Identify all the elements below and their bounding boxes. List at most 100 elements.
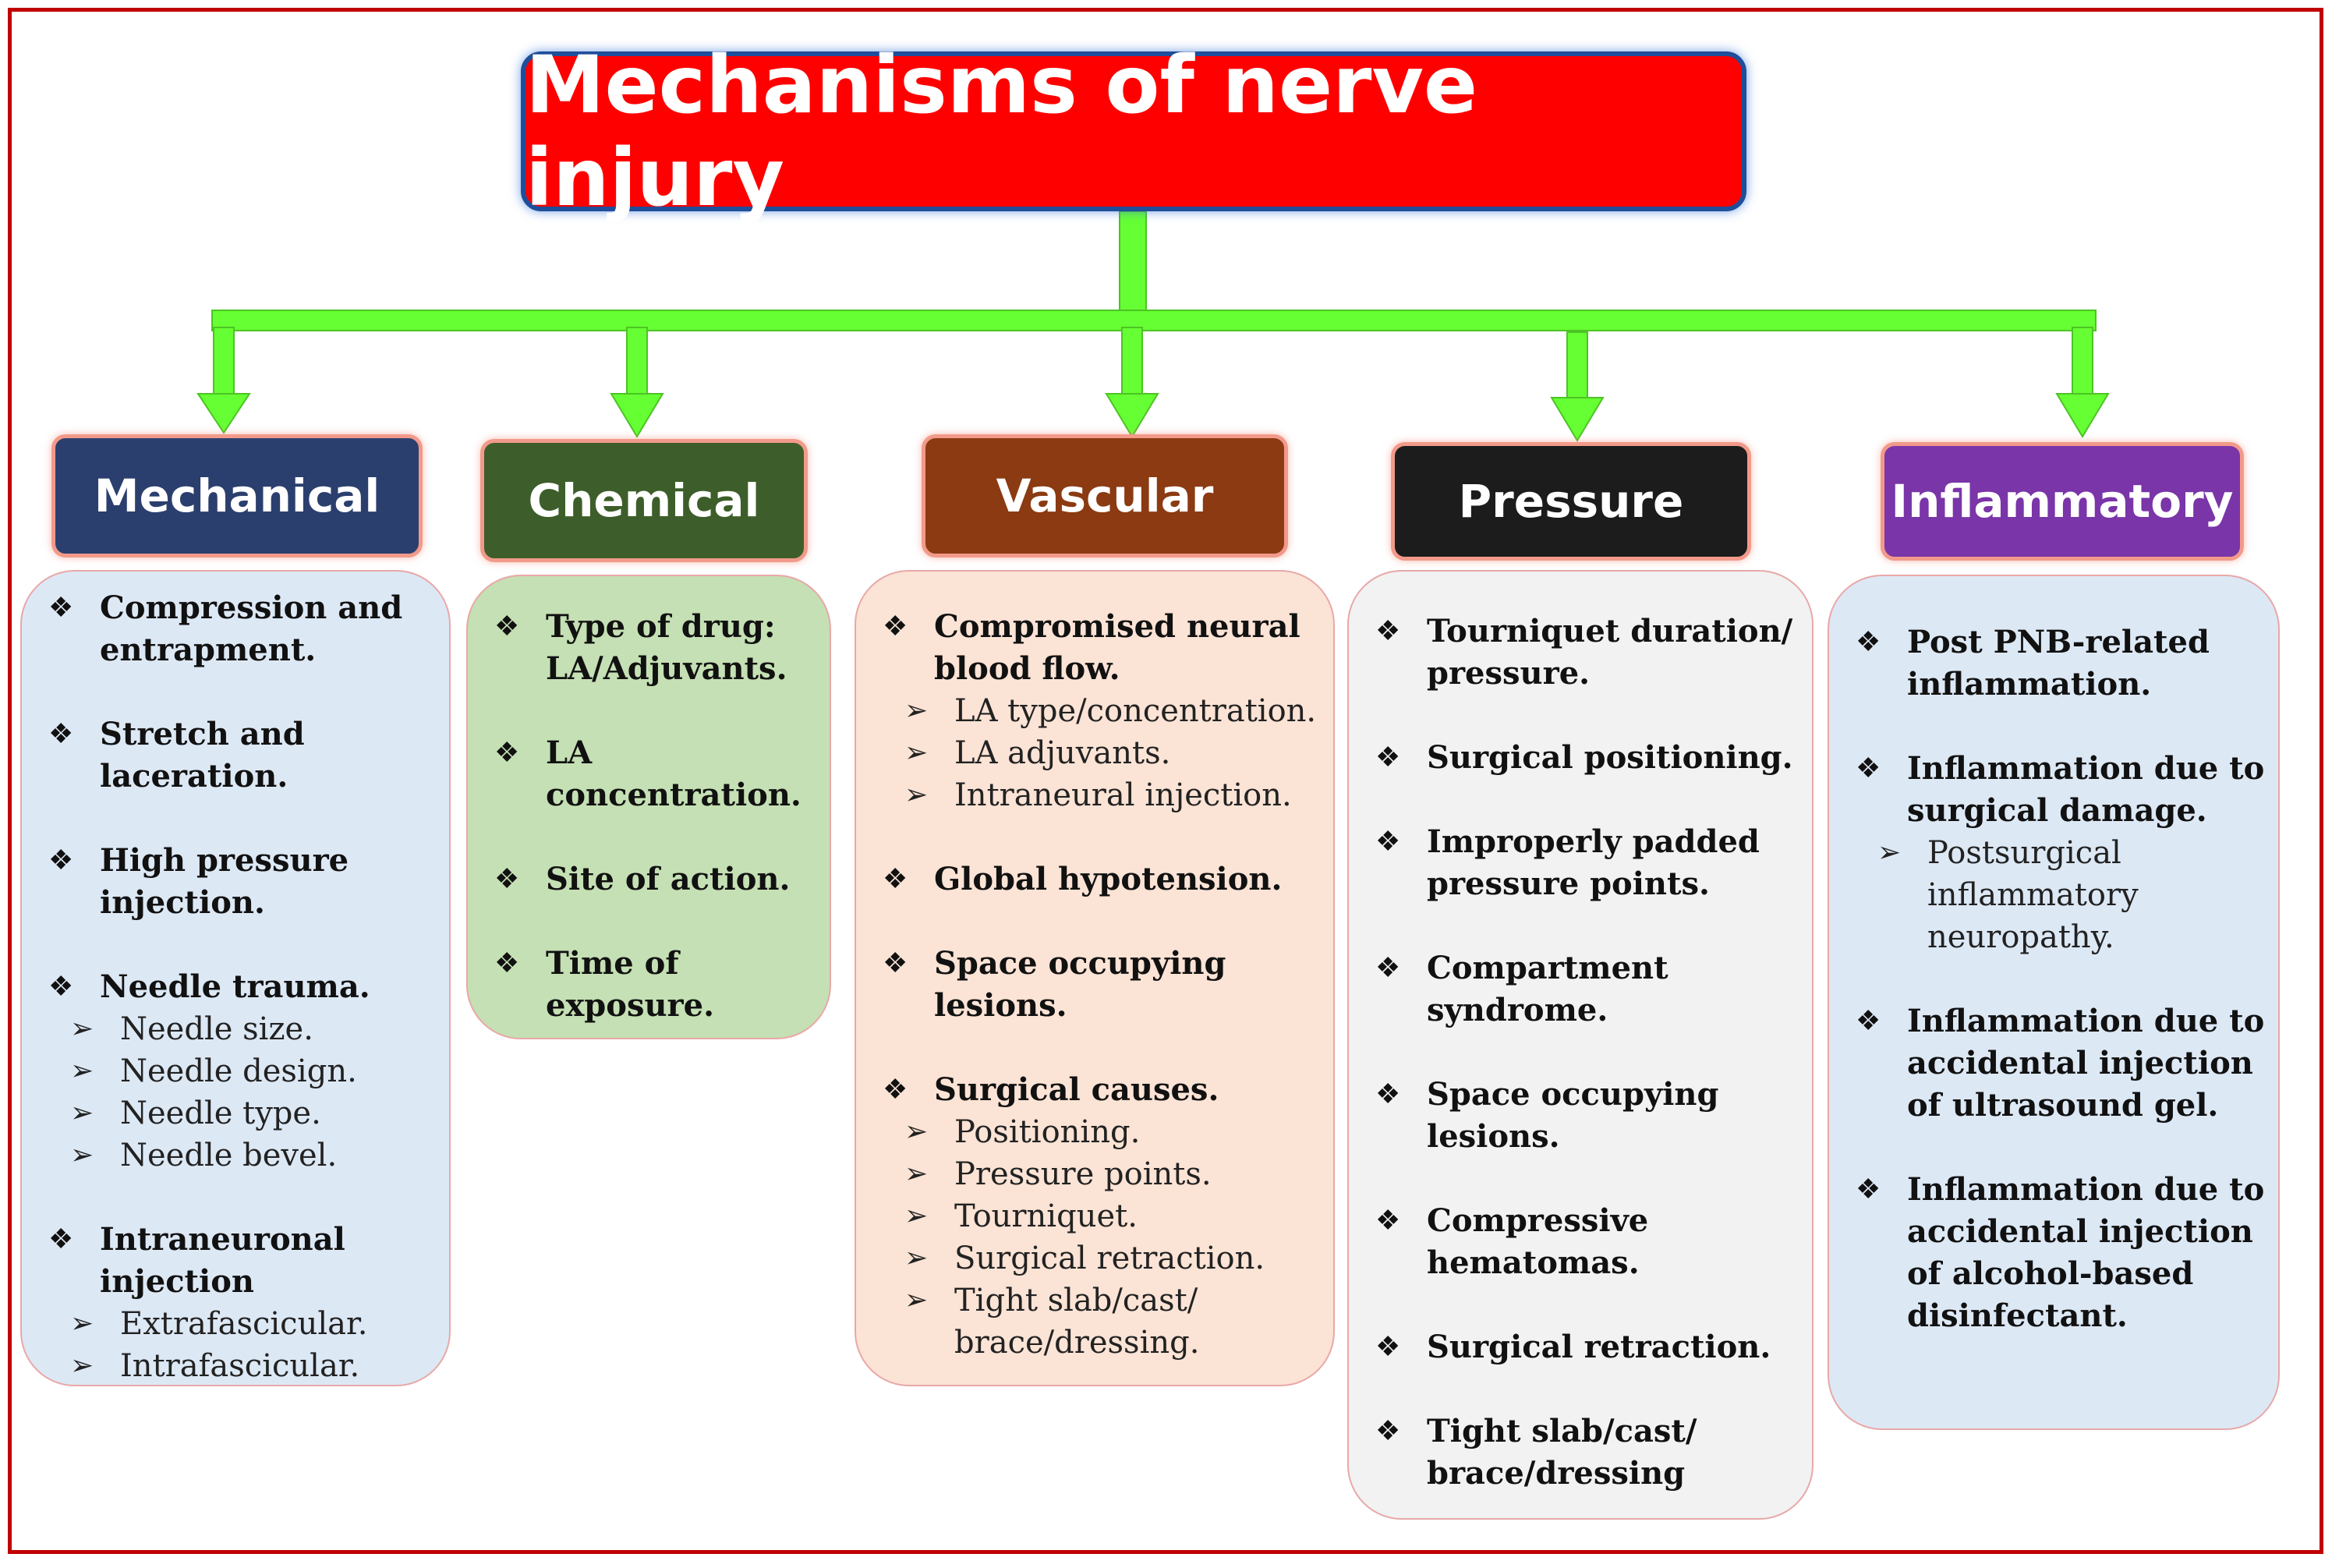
sub-list-item-text: Needle type. — [120, 1095, 321, 1131]
diamond-bullet-icon: ❖ — [48, 592, 74, 624]
diamond-bullet-icon: ❖ — [48, 1223, 74, 1255]
header-vascular: Vascular — [922, 434, 1288, 557]
panel-pressure: ❖Tourniquet duration/ pressure.❖Surgical… — [1347, 570, 1814, 1520]
arrow-bullet-icon: ➢ — [904, 1242, 929, 1274]
drop-line-inflammatory — [2072, 327, 2093, 398]
sub-list-item: ➢Surgical retraction. — [856, 1237, 1325, 1280]
diamond-bullet-icon: ❖ — [1856, 1005, 1881, 1037]
arrow-head-chemical — [610, 393, 664, 438]
sub-list-item-text: Extrafascicular. — [120, 1306, 368, 1342]
panel-mechanical: ❖ Compression and entrapment. ❖ Stretch and… — [20, 570, 451, 1386]
list-item: ❖Intraneuronal injection➢Extrafascicular… — [22, 1219, 449, 1387]
header-inflammatory-label: Inflammatory — [1891, 475, 2234, 528]
sub-list: ➢ Positioning. ➢ Pressure points. ➢ Tournique… — [904, 1111, 1325, 1364]
arrow-bullet-icon: ➢ — [1877, 837, 1902, 869]
arrow-bullet-icon: ➢ — [904, 1200, 929, 1232]
list-item-text: LA concentration. — [546, 734, 801, 813]
arrow-bullet-icon: ➢ — [904, 1116, 929, 1148]
list-item-text: Compromised neural blood flow. — [934, 608, 1300, 687]
diamond-bullet-icon: ❖ — [1375, 952, 1401, 984]
list-item: ❖ Compression and entrapment. — [22, 587, 449, 671]
arrow-bullet-icon: ➢ — [70, 1055, 94, 1087]
list-item-text: Needle trauma. — [100, 968, 370, 1005]
diamond-bullet-icon: ❖ — [1375, 1205, 1401, 1237]
arrow-bullet-icon: ➢ — [70, 1308, 94, 1340]
sub-list-item: ➢ Pressure points. — [856, 1153, 1325, 1195]
diagram-title: Mechanisms of nerve injury — [521, 39, 1746, 225]
arrow-head-mechanical — [196, 393, 251, 434]
sub-list-item: ➢ Tourniquet. — [856, 1195, 1325, 1237]
sub-list-item-text: Positioning. — [954, 1114, 1141, 1150]
sub-list-item-text: Tourniquet. — [954, 1198, 1138, 1234]
sub-list-item: ➢Needle type. — [22, 1092, 441, 1134]
list-item: ❖ Tight slab/cast/ brace/dressing — [1349, 1410, 1812, 1495]
sub-list-item: ➢Tight slab/cast/ brace/dressing. — [856, 1280, 1325, 1364]
list-item: ❖Inflammation due to accidental injectio… — [1829, 1000, 2278, 1127]
sub-list-item: ➢Needle size. — [22, 1008, 441, 1050]
sub-list-item-text: Needle design. — [120, 1053, 357, 1089]
diamond-bullet-icon: ❖ — [494, 737, 520, 769]
list-item: ❖Surgical retraction. — [1349, 1326, 1812, 1368]
outer-frame — [8, 8, 2323, 1554]
diamond-bullet-icon: ❖ — [1856, 626, 1881, 658]
header-inflammatory: Inflammatory — [1881, 442, 2244, 561]
list-item-text: Tight slab/cast/ brace/dressing — [1427, 1413, 1697, 1492]
sub-list-item-text: Intraneural injection. — [954, 777, 1292, 813]
list-item: ❖ LA concentration. — [468, 732, 830, 816]
diamond-bullet-icon: ❖ — [1856, 1173, 1881, 1205]
list-item-text: Time of exposure. — [546, 945, 714, 1024]
sub-list-item-text: Needle bevel. — [120, 1138, 338, 1173]
diamond-bullet-icon: ❖ — [1856, 752, 1881, 784]
diamond-bullet-icon: ❖ — [48, 844, 74, 876]
diamond-bullet-icon: ❖ — [1375, 615, 1401, 647]
header-vascular-label: Vascular — [996, 469, 1214, 522]
list-item-text: Inflammation due to accidental injection… — [1907, 1171, 2265, 1334]
diamond-bullet-icon: ❖ — [1375, 1331, 1401, 1363]
list-item-text: Post PNB-related inflammation. — [1907, 624, 2210, 703]
diamond-bullet-icon: ❖ — [1375, 1415, 1401, 1447]
diamond-bullet-icon: ❖ — [48, 718, 74, 750]
list-item-text: Compartment syndrome. — [1427, 950, 1668, 1028]
diamond-bullet-icon: ❖ — [1375, 742, 1401, 773]
diamond-bullet-icon: ❖ — [1375, 826, 1401, 858]
sub-list-item: ➢ Positioning. — [856, 1111, 1325, 1153]
list-item-text: Stretch and laceration. — [100, 716, 305, 795]
sub-list-item-text: LA type/concentration. — [954, 693, 1317, 729]
diamond-bullet-icon: ❖ — [494, 611, 520, 642]
diamond-bullet-icon: ❖ — [883, 947, 908, 979]
header-mechanical: Mechanical — [51, 434, 423, 557]
diamond-bullet-icon: ❖ — [883, 863, 908, 895]
arrow-bullet-icon: ➢ — [70, 1350, 94, 1382]
arrow-head-inflammatory — [2055, 393, 2110, 438]
list-item-text: Intraneuronal injection — [100, 1221, 345, 1300]
header-mechanical-label: Mechanical — [94, 469, 380, 522]
diamond-bullet-icon: ❖ — [48, 971, 74, 1003]
arrow-bullet-icon: ➢ — [904, 1158, 929, 1190]
list-item: ❖Surgical causes.➢Positioning.➢Pressure … — [856, 1069, 1333, 1364]
drop-line-vascular — [1121, 327, 1143, 398]
sub-list-item-text: Postsurgical inflammatory neuropathy. — [1927, 835, 2139, 955]
list-item-text: Space occupying lesions. — [1427, 1076, 1719, 1155]
panel-chemical: ❖Type of drug: LA/Adjuvants.❖LA concentr… — [466, 575, 831, 1039]
list-item: ❖Site of action. — [468, 858, 830, 901]
list-item: ❖Type of drug: LA/Adjuvants. — [468, 606, 830, 690]
sub-list-item: ➢Intrafascicular. — [22, 1345, 441, 1387]
sub-list-item: ➢ Extrafascicular. — [22, 1303, 441, 1345]
header-chemical-label: Chemical — [528, 474, 760, 527]
list-item-text: Surgical causes. — [934, 1071, 1219, 1108]
list-item: ❖ Needle trauma.➢Needle size. ➢ Needle desi… — [22, 966, 449, 1177]
list-item-text: Space occupying lesions. — [934, 945, 1226, 1024]
list-item: ❖Compressive hematomas. — [1349, 1200, 1812, 1284]
list-item-text: Compression and entrapment. — [100, 589, 403, 668]
sub-list-item: ➢LA type/concentration. — [856, 690, 1325, 732]
panel-vascular: ❖Compromised neural blood flow.➢LA type/… — [855, 570, 1335, 1386]
sub-list-item-text: Pressure points. — [954, 1156, 1212, 1192]
arrow-bullet-icon: ➢ — [904, 779, 929, 811]
diamond-bullet-icon: ❖ — [1375, 1078, 1401, 1110]
list-item: ❖ Improperly padded pressure points. — [1349, 821, 1812, 905]
list-item-text: Improperly padded pressure points. — [1427, 823, 1760, 902]
list-item: ❖ Space occupying lesions. — [856, 943, 1333, 1027]
list-item: ❖ Compartment syndrome. — [1349, 947, 1812, 1032]
arrow-bullet-icon: ➢ — [70, 1139, 94, 1171]
sub-list-item-text: LA adjuvants. — [954, 735, 1171, 771]
